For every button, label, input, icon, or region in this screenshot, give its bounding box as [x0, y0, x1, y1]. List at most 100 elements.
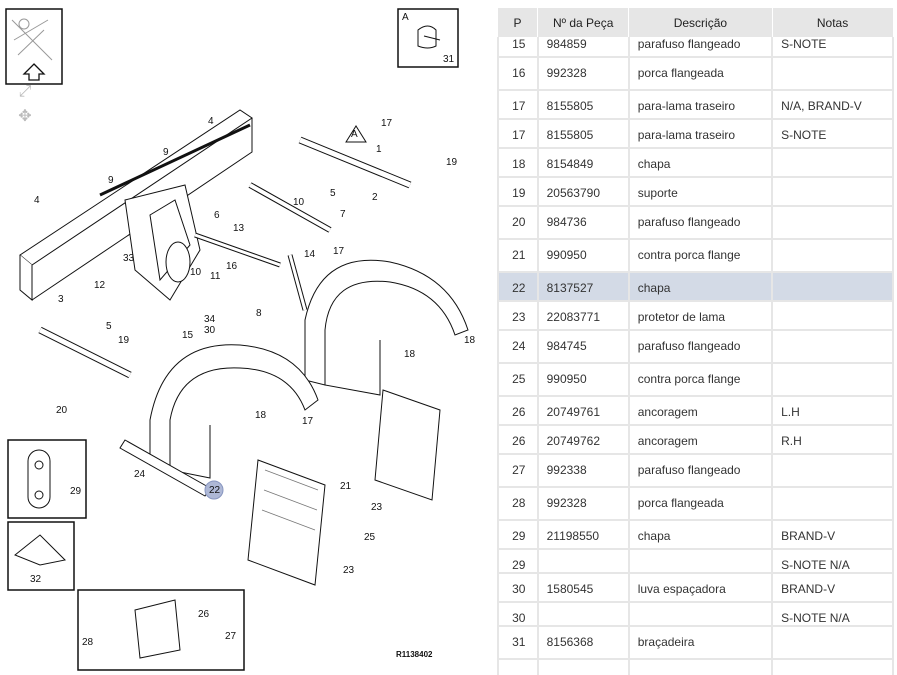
table-row[interactable]	[497, 659, 894, 675]
cell-notes: BRAND-V	[772, 520, 894, 550]
callout-22: 22	[209, 485, 221, 496]
svg-text:23: 23	[371, 502, 383, 513]
svg-text:24: 24	[134, 469, 146, 480]
cell-desc: ancoragem	[628, 425, 774, 455]
fit-view-icon[interactable]: ⤢	[18, 83, 32, 100]
cell-desc	[628, 602, 774, 627]
drawing-id: R1138402	[396, 650, 433, 659]
cell-p: 17	[497, 119, 539, 149]
svg-text:27: 27	[225, 631, 237, 642]
cell-notes	[772, 454, 894, 488]
cell-desc: suporte	[628, 177, 774, 207]
cell-notes	[772, 57, 894, 91]
cell-num: 8155805	[537, 119, 630, 149]
mud-flap-upper	[374, 389, 441, 501]
cell-notes	[772, 330, 894, 364]
cell-num: 990950	[537, 363, 630, 397]
mud-flap-lower	[247, 459, 326, 586]
cell-desc: porca flangeada	[628, 57, 774, 91]
cell-p: 29	[497, 549, 539, 574]
svg-text:5: 5	[330, 188, 336, 199]
cell-notes: S-NOTE N/A	[772, 602, 894, 627]
svg-text:12: 12	[94, 280, 106, 291]
svg-text:7: 7	[340, 209, 346, 220]
cell-num: 20563790	[537, 177, 630, 207]
cell-num	[537, 659, 630, 675]
cell-p: 27	[497, 454, 539, 488]
col-header-p[interactable]: P	[498, 8, 539, 37]
svg-text:30: 30	[204, 325, 216, 336]
cell-notes: R.H	[772, 425, 894, 455]
cell-num: 992328	[537, 487, 630, 521]
cell-num: 1580545	[537, 573, 630, 603]
cell-p: 17	[497, 90, 539, 120]
svg-text:3: 3	[58, 294, 64, 305]
selected-callout-highlight	[204, 480, 224, 500]
svg-text:A: A	[351, 129, 358, 140]
cell-notes: S-NOTE	[772, 37, 894, 58]
cell-p: 18	[497, 148, 539, 178]
cell-notes: L.H	[772, 396, 894, 426]
cell-num: 984859	[537, 37, 630, 58]
cell-num: 8137527	[537, 272, 630, 302]
cell-desc: contra porca flange	[628, 239, 774, 273]
cell-p: 19	[497, 177, 539, 207]
cell-notes	[772, 177, 894, 207]
svg-text:14: 14	[304, 249, 316, 260]
svg-text:31: 31	[443, 54, 455, 65]
cell-num: 8155805	[537, 90, 630, 120]
cell-desc: para-lama traseiro	[628, 119, 774, 149]
move-icon[interactable]: ✥	[18, 108, 32, 125]
svg-text:6: 6	[214, 210, 220, 221]
cell-num	[537, 602, 630, 627]
cell-num: 22083771	[537, 301, 630, 331]
cell-desc: braçadeira	[628, 626, 774, 660]
svg-text:13: 13	[233, 223, 245, 234]
cell-notes	[772, 272, 894, 302]
cell-p: 21	[497, 239, 539, 273]
cell-desc: parafuso flangeado	[628, 37, 774, 58]
svg-text:15: 15	[182, 330, 194, 341]
inset-letter: A	[402, 12, 409, 23]
exploded-parts-diagram[interactable]: A 31	[0, 0, 497, 675]
cell-p: 15	[497, 37, 539, 58]
cell-p: 16	[497, 57, 539, 91]
svg-text:18: 18	[464, 335, 476, 346]
cell-desc: ancoragem	[628, 396, 774, 426]
diagram-drawing: A 31	[5, 8, 476, 671]
svg-text:9: 9	[108, 175, 114, 186]
col-header-description[interactable]: Descrição	[628, 8, 773, 37]
cell-num: 20749762	[537, 425, 630, 455]
cell-desc	[628, 659, 774, 675]
cell-num: 984745	[537, 330, 630, 364]
cell-num: 992338	[537, 454, 630, 488]
cell-notes	[772, 487, 894, 521]
cell-num: 8156368	[537, 626, 630, 660]
col-header-notes[interactable]: Notas	[772, 8, 894, 37]
svg-text:9: 9	[163, 147, 169, 158]
col-header-part-number[interactable]: Nº da Peça	[537, 8, 630, 37]
svg-text:25: 25	[364, 532, 376, 543]
